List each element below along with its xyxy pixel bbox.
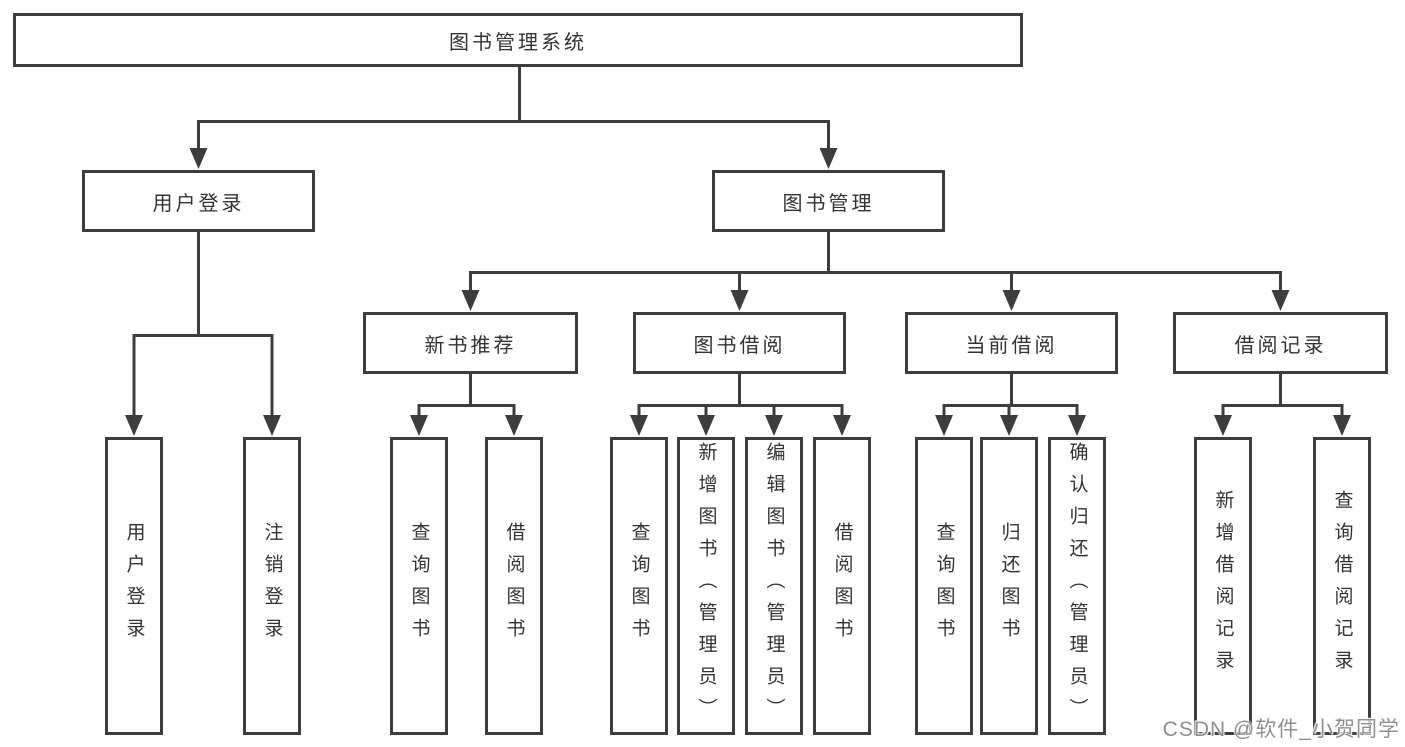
leaf-borrow-query-book-label: 查询图书	[628, 522, 650, 650]
leaf-query-borrow-record-label: 查询借阅记录	[1331, 490, 1353, 682]
leaf-borrow-query-book: 查询图书	[610, 437, 668, 735]
arrowhead-icon	[935, 415, 953, 436]
connector-book-mgmt	[469, 232, 1282, 294]
arrowhead-icon	[1214, 415, 1232, 436]
leaf-rec-borrow-book-label: 借阅图书	[503, 522, 525, 650]
arrowhead-icon	[461, 290, 480, 311]
node-book-borrow-label: 图书借阅	[693, 334, 786, 357]
arrowhead-icon	[1068, 415, 1086, 436]
node-user-login-label: 用户登录	[152, 192, 245, 215]
arrowhead-icon	[125, 415, 143, 436]
arrowhead-icon	[765, 415, 783, 436]
leaf-return-book-label: 归还图书	[998, 522, 1020, 650]
leaf-edit-book-admin-label: 编辑图书（管理员）	[763, 442, 785, 730]
arrowhead-icon	[630, 415, 648, 436]
arrowhead-icon	[1271, 290, 1290, 311]
arrowhead-icon	[1002, 290, 1021, 311]
leaf-current-query-book-label: 查询图书	[933, 522, 955, 650]
leaf-borrow-book-label: 借阅图书	[831, 522, 853, 650]
leaf-return-book: 归还图书	[980, 437, 1038, 735]
arrowhead-icon	[730, 290, 749, 311]
node-new-book-rec: 新书推荐	[363, 312, 578, 374]
node-book-mgmt-label: 图书管理	[782, 192, 875, 215]
leaf-user-login-label: 用户登录	[123, 522, 145, 650]
arrowhead-icon	[1000, 415, 1018, 436]
arrowhead-icon	[697, 415, 715, 436]
leaf-logout-label: 注销登录	[261, 522, 283, 650]
node-root: 图书管理系统	[13, 13, 1023, 67]
leaf-add-borrow-record-label: 新增借阅记录	[1212, 490, 1234, 682]
connector-borrow-record	[1221, 374, 1344, 419]
connector-user-login	[132, 232, 274, 418]
arrowhead-icon	[833, 415, 851, 436]
leaf-borrow-book: 借阅图书	[813, 437, 871, 735]
node-new-book-rec-label: 新书推荐	[424, 334, 517, 357]
leaf-rec-query-book: 查询图书	[390, 437, 448, 735]
leaf-user-login: 用户登录	[105, 437, 163, 735]
node-current-borrow: 当前借阅	[905, 312, 1118, 374]
arrowhead-icon	[819, 148, 838, 169]
node-borrow-record: 借阅记录	[1173, 312, 1388, 374]
leaf-confirm-return-admin: 确认归还（管理员）	[1048, 437, 1106, 735]
leaf-add-borrow-record: 新增借阅记录	[1194, 437, 1252, 735]
arrowhead-icon	[189, 148, 208, 169]
leaf-rec-borrow-book: 借阅图书	[485, 437, 543, 735]
node-book-mgmt: 图书管理	[712, 170, 945, 232]
arrowhead-icon	[410, 415, 428, 436]
node-root-label: 图书管理系统	[449, 31, 587, 54]
leaf-logout: 注销登录	[243, 437, 301, 735]
node-book-borrow: 图书借阅	[633, 312, 846, 374]
arrowhead-icon	[1333, 415, 1351, 436]
leaf-confirm-return-admin-label: 确认归还（管理员）	[1066, 442, 1088, 730]
connector-current-borrow	[942, 374, 1079, 419]
arrowhead-icon	[505, 415, 523, 436]
node-borrow-record-label: 借阅记录	[1234, 334, 1327, 357]
leaf-current-query-book: 查询图书	[915, 437, 973, 735]
leaf-add-book-admin: 新增图书（管理员）	[677, 437, 735, 735]
leaf-add-book-admin-label: 新增图书（管理员）	[695, 442, 717, 730]
leaf-query-borrow-record: 查询借阅记录	[1313, 437, 1371, 735]
leaf-edit-book-admin: 编辑图书（管理员）	[745, 437, 803, 735]
csdn-watermark: CSDN @软件_小贺同学	[1162, 718, 1400, 741]
arrowhead-icon	[263, 415, 281, 436]
connector-book-borrow	[637, 374, 844, 419]
node-current-borrow-label: 当前借阅	[965, 334, 1058, 357]
connector-new-book-rec	[417, 374, 516, 419]
connector-root	[197, 67, 830, 152]
leaf-rec-query-book-label: 查询图书	[408, 522, 430, 650]
node-user-login: 用户登录	[82, 170, 315, 232]
